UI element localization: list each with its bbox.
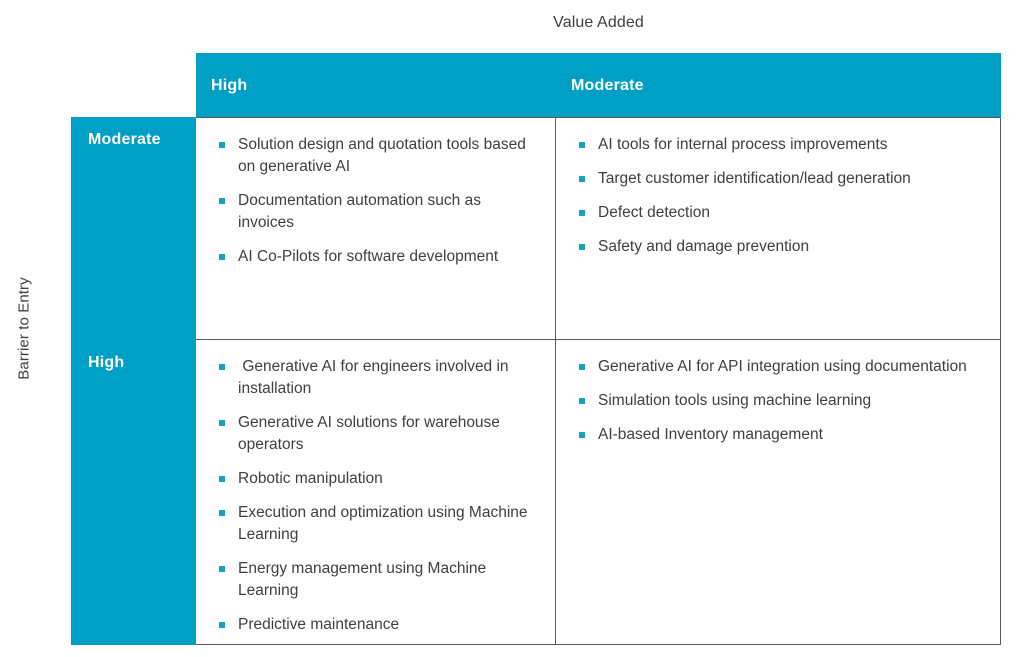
bullet-list-moderate-moderate: AI tools for internal process improvemen… — [570, 134, 986, 258]
bullet-square-icon — [579, 176, 585, 182]
bullet-list-high-high: Generative AI for engineers involved in … — [210, 356, 541, 636]
list-item-text: Generative AI solutions for warehouse op… — [238, 414, 505, 453]
column-header-high: High — [196, 53, 556, 118]
list-item-text: Target customer identification/lead gene… — [598, 170, 911, 187]
list-item: Documentation automation such as invoice… — [210, 190, 541, 234]
bullet-square-icon — [219, 622, 225, 628]
list-item: Execution and optimization using Machine… — [210, 502, 541, 546]
bullet-square-icon — [579, 244, 585, 250]
list-item-text: Simulation tools using machine learning — [598, 392, 872, 409]
list-item: Safety and damage prevention — [570, 236, 986, 258]
list-item: Simulation tools using machine learning — [570, 390, 986, 412]
quadrant-moderate-high: Solution design and quotation tools base… — [196, 117, 556, 340]
bullet-list-high-moderate: Generative AI for API integration using … — [570, 356, 986, 446]
bullet-square-icon — [579, 398, 585, 404]
row-header-high: High — [71, 340, 196, 645]
column-header-moderate: Moderate — [556, 53, 1001, 118]
quadrant-moderate-moderate: AI tools for internal process improvemen… — [556, 117, 1001, 340]
bullet-square-icon — [219, 476, 225, 482]
column-axis-title: Value Added — [553, 14, 644, 31]
list-item-text: Defect detection — [598, 204, 711, 221]
bullet-square-icon — [219, 420, 225, 426]
list-item-text: Robotic manipulation — [238, 470, 383, 487]
list-item: AI Co-Pilots for software development — [210, 246, 541, 268]
row-header-high-label: High — [88, 354, 125, 371]
list-item-text: AI-based Inventory management — [598, 426, 823, 443]
matrix-row-moderate: Moderate Solution design and quotation t… — [71, 117, 1001, 340]
row-header-moderate-label: Moderate — [88, 131, 161, 148]
bullet-square-icon — [219, 510, 225, 516]
quadrant-high-high: Generative AI for engineers involved in … — [196, 340, 556, 645]
list-item-text: Generative AI for API integration using … — [598, 358, 967, 375]
list-item-text: Energy management using Machine Learning — [238, 560, 491, 599]
list-item-text: Safety and damage prevention — [598, 238, 810, 255]
list-item-text: Generative AI for engineers involved in … — [238, 358, 513, 397]
quadrant-high-moderate: Generative AI for API integration using … — [556, 340, 1001, 645]
row-axis-title-label: Barrier to Entry — [15, 277, 33, 380]
bullet-square-icon — [579, 210, 585, 216]
list-item-text: AI tools for internal process improvemen… — [598, 136, 888, 153]
list-item-text: AI Co-Pilots for software development — [238, 248, 499, 265]
list-item: AI tools for internal process improvemen… — [570, 134, 986, 156]
list-item-text: Documentation automation such as invoice… — [238, 192, 486, 231]
bullet-square-icon — [219, 254, 225, 260]
row-header-moderate: Moderate — [71, 117, 196, 340]
list-item-text: Predictive maintenance — [238, 616, 400, 633]
list-item-text: Solution design and quotation tools base… — [238, 136, 531, 175]
list-item: AI-based Inventory management — [570, 424, 986, 446]
matrix-grid: Moderate Solution design and quotation t… — [71, 117, 1001, 645]
matrix-row-high: High Generative AI for engineers involve… — [71, 340, 1001, 645]
bullet-square-icon — [219, 364, 225, 370]
bullet-square-icon — [219, 198, 225, 204]
list-item: Generative AI for API integration using … — [570, 356, 986, 378]
list-item: Generative AI solutions for warehouse op… — [210, 412, 541, 456]
row-axis-title: Barrier to Entry — [0, 0, 48, 657]
list-item: Predictive maintenance — [210, 614, 541, 636]
list-item: Energy management using Machine Learning — [210, 558, 541, 602]
list-item-text: Execution and optimization using Machine… — [238, 504, 532, 543]
bullet-square-icon — [579, 364, 585, 370]
bullet-square-icon — [579, 142, 585, 148]
bullet-square-icon — [219, 142, 225, 148]
list-item: Solution design and quotation tools base… — [210, 134, 541, 178]
list-item: Generative AI for engineers involved in … — [210, 356, 541, 400]
list-item: Defect detection — [570, 202, 986, 224]
column-header-high-label: High — [211, 76, 248, 94]
bullet-list-moderate-high: Solution design and quotation tools base… — [210, 134, 541, 268]
bullet-square-icon — [579, 432, 585, 438]
bullet-square-icon — [219, 566, 225, 572]
column-header-band: High Moderate — [196, 53, 1001, 118]
column-header-moderate-label: Moderate — [571, 76, 644, 94]
list-item: Robotic manipulation — [210, 468, 541, 490]
list-item: Target customer identification/lead gene… — [570, 168, 986, 190]
